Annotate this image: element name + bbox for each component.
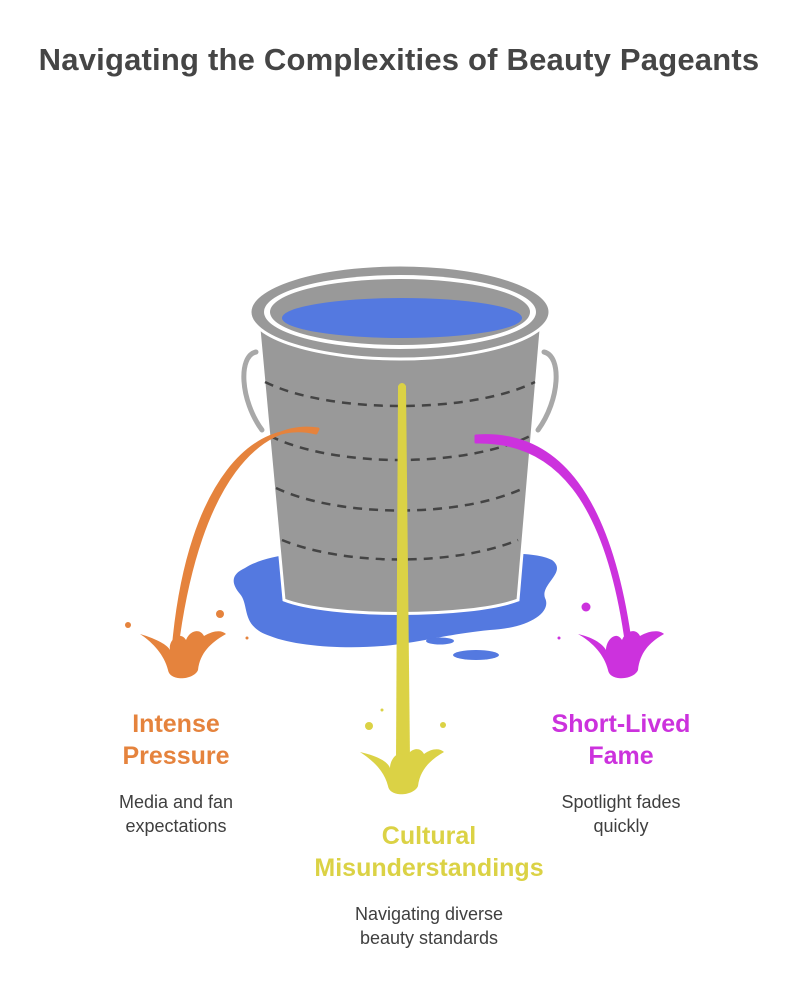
cultural-misunderstandings-description: Navigating diverse beauty standards bbox=[354, 904, 504, 948]
cultural-misunderstandings-heading: Cultural Misunderstandings bbox=[314, 822, 544, 882]
orange-stream bbox=[125, 426, 320, 679]
bucket-handle bbox=[241, 349, 559, 433]
page-title: Navigating the Complexities of Beauty Pa… bbox=[38, 42, 760, 77]
magenta-stream bbox=[474, 434, 664, 679]
yellow-stream bbox=[360, 383, 446, 795]
bucket-water bbox=[282, 298, 522, 338]
short-lived-fame-heading: Short-Lived Fame bbox=[551, 710, 691, 770]
intense-pressure-heading: Intense Pressure bbox=[122, 710, 230, 770]
intense-pressure-description: Media and fan expectations bbox=[118, 792, 234, 836]
short-lived-fame-description: Spotlight fades quickly bbox=[561, 792, 681, 836]
